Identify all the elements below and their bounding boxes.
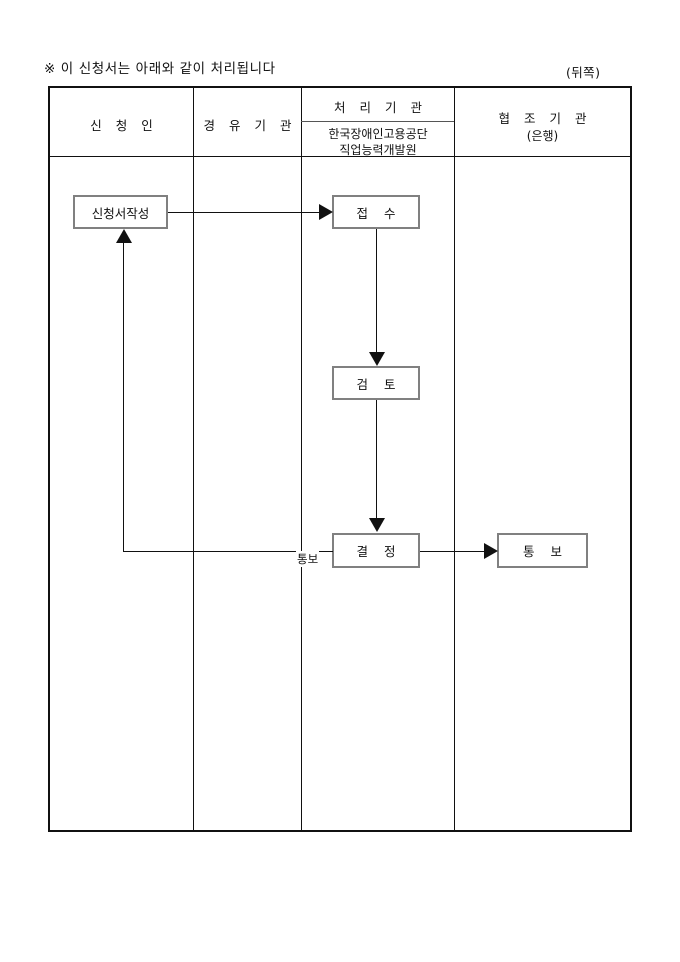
header-bottom-rule [50,156,630,157]
arrow-right-icon-decide-to-notify [484,543,498,559]
flow-node-write-application-label: 신청서작성 [91,205,150,221]
flow-node-review-label: 검 토 [356,376,402,392]
processing-note: ※ 이 신청서는 아래와 같이 처리됩니다 [44,61,276,77]
page-side-label: (뒤쪽) [566,65,601,80]
flow-node-notify: 통 보 [497,533,588,568]
column-separator-3 [454,88,455,830]
arrow-down-icon-receive-to-review [369,352,385,366]
flow-node-receive-label: 접 수 [356,205,402,221]
column-header-applicant: 신 청 인 [90,118,158,133]
processing-agency-subhead-rule [301,121,454,122]
flow-node-decide-label: 결 정 [356,544,402,559]
edge-write-to-receive-line [168,212,320,213]
edge-feedback-vertical-line [123,237,124,552]
processing-agency-line-1: 한국장애인고용공단 [328,127,428,141]
column-header-cooperating-agency: 협 조 기 관 [498,111,592,126]
edge-feedback-horizontal-line [123,551,333,552]
edge-decide-to-notify-line [420,551,485,552]
flow-node-write-application: 신청서작성 [73,195,168,229]
column-separator-1 [193,88,194,830]
edge-receive-to-review-line [376,229,377,353]
arrow-up-icon-feedback-to-write-application [116,229,132,243]
arrow-down-icon-review-to-decide [369,518,385,532]
edge-feedback-label: 통보 [296,551,320,567]
edge-review-to-decide-line [376,400,377,519]
column-separator-2 [301,88,302,830]
arrow-right-icon-write-to-receive [319,204,333,220]
processing-agency-line-2: 직업능력개발원 [339,143,417,157]
flow-node-decide: 결 정 [332,533,420,568]
column-subheader-processing-agency: 한국장애인고용공단 직업능력개발원 [302,126,454,158]
column-subheader-cooperating-agency: (은행) [526,129,559,143]
flow-node-review: 검 토 [332,366,420,400]
column-header-processing-agency: 처 리 기 관 [334,100,427,115]
flow-node-receive: 접 수 [332,195,420,229]
flow-node-notify-label: 통 보 [523,544,568,559]
column-header-via-agency: 경 유 기 관 [203,118,297,133]
